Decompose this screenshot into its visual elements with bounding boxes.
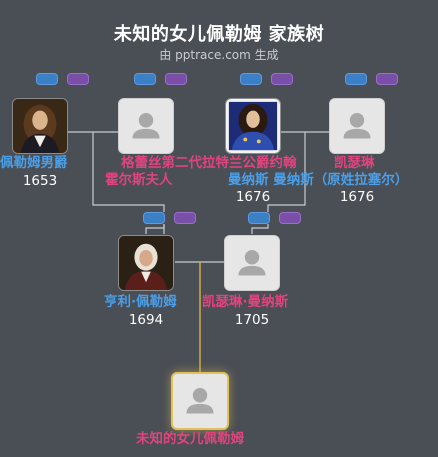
female-lineage-pill[interactable]	[67, 73, 89, 85]
person-name-line2[interactable]: 霍尔斯夫人	[105, 172, 173, 188]
portrait-icon	[119, 236, 173, 290]
silhouette-icon	[343, 112, 371, 139]
person-card-p2[interactable]	[118, 98, 174, 154]
male-lineage-pill[interactable]	[248, 212, 270, 224]
male-lineage-pill[interactable]	[240, 73, 262, 85]
person-name[interactable]: 未知的女儿佩勒姆	[136, 431, 244, 447]
female-lineage-pill[interactable]	[165, 73, 187, 85]
person-card-p3[interactable]	[225, 98, 281, 154]
person-name[interactable]: 格蕾丝第二代拉特兰公爵约翰	[121, 155, 297, 171]
female-lineage-pill[interactable]	[271, 73, 293, 85]
male-lineage-pill[interactable]	[36, 73, 58, 85]
person-name[interactable]: 佩勒姆男爵	[0, 155, 68, 171]
male-lineage-pill[interactable]	[345, 73, 367, 85]
person-card-p6[interactable]	[224, 235, 280, 291]
portrait-icon	[13, 99, 67, 153]
person-year: 1694	[128, 312, 164, 328]
male-lineage-pill[interactable]	[134, 73, 156, 85]
page-subtitle: 由 pptrace.com 生成	[159, 48, 279, 62]
person-card-p5[interactable]	[118, 235, 174, 291]
person-name-line2[interactable]: 曼纳斯 曼纳斯（原姓拉塞尔）	[228, 172, 409, 188]
silhouette-icon	[132, 112, 160, 139]
silhouette-icon	[186, 387, 214, 414]
person-year: 1653	[22, 173, 58, 189]
portrait-icon	[226, 99, 280, 153]
silhouette-icon	[238, 249, 266, 276]
person-name[interactable]: 亨利·佩勒姆	[104, 294, 177, 310]
female-lineage-pill[interactable]	[279, 212, 301, 224]
female-lineage-pill[interactable]	[174, 212, 196, 224]
parent-line-1	[92, 132, 165, 212]
page-title: 未知的女儿佩勒姆 家族树	[113, 24, 325, 45]
child-drop-2	[251, 224, 269, 234]
person-card-p1[interactable]	[12, 98, 68, 154]
female-lineage-pill[interactable]	[376, 73, 398, 85]
person-card-p4[interactable]	[329, 98, 385, 154]
male-lineage-pill[interactable]	[143, 212, 165, 224]
person-year: 1705	[234, 312, 270, 328]
person-card-focus[interactable]	[171, 372, 229, 430]
parent-line-2	[267, 132, 306, 212]
person-name[interactable]: 凯瑟琳	[334, 155, 375, 171]
person-name[interactable]: 凯瑟琳·曼纳斯	[202, 294, 289, 310]
person-year: 1676	[339, 189, 375, 205]
child-drop-1	[145, 224, 165, 234]
person-year: 1676	[235, 189, 271, 205]
